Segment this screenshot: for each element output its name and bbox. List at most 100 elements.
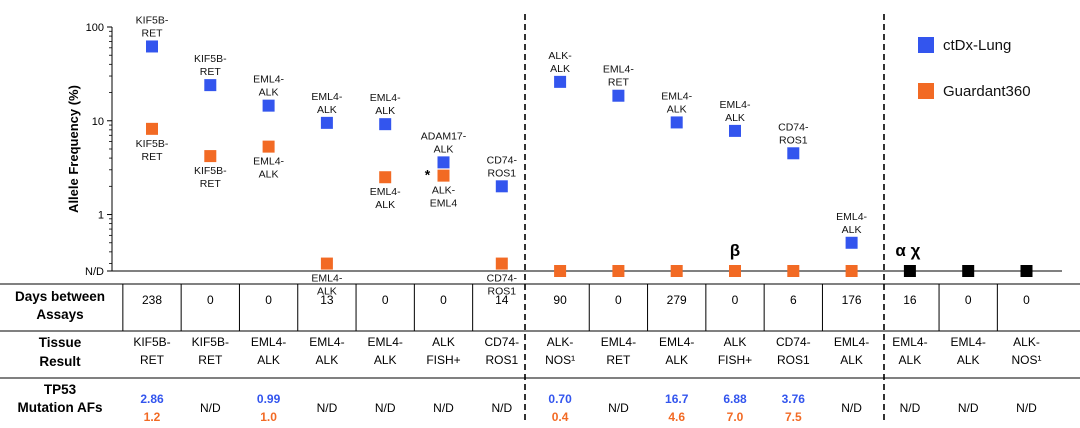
table-cell-tissue: EML4- bbox=[368, 335, 403, 349]
point-nd_both bbox=[903, 265, 916, 277]
legend-label-ctdx-lung: ctDx-Lung bbox=[943, 36, 1012, 54]
point-label: ALK bbox=[375, 105, 395, 117]
point-guardant bbox=[845, 265, 858, 277]
table-cell-tissue: EML4- bbox=[892, 335, 927, 349]
table-cell-tissue: ALK bbox=[374, 353, 397, 367]
table-cell-tissue: EML4- bbox=[309, 335, 344, 349]
point-label: ALK bbox=[725, 112, 745, 124]
table-cell-days: 13 bbox=[320, 293, 334, 307]
point-ctdx bbox=[437, 156, 450, 169]
point-annotation-asterisk: * bbox=[425, 167, 431, 183]
assay-table: Days betweenAssaysTissueResultTP53Mutati… bbox=[0, 283, 1080, 424]
table-cell-days: 14 bbox=[495, 293, 509, 307]
point-ctdx bbox=[146, 40, 158, 53]
legend-item-ctdx-lung: ctDx-Lung bbox=[918, 34, 1078, 56]
table-cell-days: 0 bbox=[440, 293, 447, 307]
point-ctdx bbox=[204, 79, 217, 92]
point-ctdx bbox=[729, 124, 741, 137]
point-ctdx bbox=[554, 75, 567, 88]
table-cell-tp53-ctdx: 2.86 bbox=[140, 392, 164, 406]
table-row-header: Days between bbox=[15, 289, 105, 304]
table-cell-tissue: RET bbox=[198, 353, 223, 367]
point-label: EML4- bbox=[253, 156, 284, 168]
legend-label-guardant360: Guardant360 bbox=[943, 82, 1031, 100]
point-label: ALK- bbox=[432, 185, 456, 197]
point-guardant bbox=[554, 265, 567, 277]
table-cell-tp53-guardant: 1.0 bbox=[260, 410, 277, 424]
table-cell-tissue: EML4- bbox=[659, 335, 694, 349]
table-cell-tissue: ALK bbox=[432, 335, 455, 349]
point-label: ALK bbox=[259, 169, 279, 181]
point-guardant bbox=[146, 122, 158, 135]
point-label: EML4- bbox=[370, 92, 401, 104]
table-cell-tp53-nd: N/D bbox=[317, 401, 338, 415]
table-row-header: Tissue bbox=[39, 335, 82, 350]
point-label: KIF5B- bbox=[194, 165, 227, 177]
point-guardant bbox=[612, 265, 625, 277]
table-row-header: TP53 bbox=[44, 382, 77, 397]
point-label: CD74- bbox=[487, 154, 518, 166]
data-points bbox=[146, 40, 1033, 277]
table-cell-tp53-nd: N/D bbox=[433, 401, 454, 415]
point-label: EML4- bbox=[720, 99, 751, 111]
table-cell-days: 238 bbox=[142, 293, 162, 307]
point-guardant bbox=[437, 169, 450, 182]
point-label: ALK bbox=[317, 286, 337, 298]
point-guardant bbox=[495, 257, 508, 270]
table-cell-tissue: ALK bbox=[957, 353, 980, 367]
point-label: ROS1 bbox=[779, 134, 808, 146]
point-label: EML4- bbox=[311, 273, 342, 285]
table-cell-tp53-guardant: 4.6 bbox=[668, 410, 685, 424]
point-nd_both bbox=[962, 265, 975, 277]
point-label: ALK bbox=[667, 103, 687, 115]
table-cell-tissue: EML4- bbox=[951, 335, 986, 349]
y-axis-label: Allele Frequency (%) bbox=[66, 85, 81, 213]
legend-swatch-ctdx-lung bbox=[918, 37, 934, 53]
table-cell-tissue: CD74- bbox=[776, 335, 811, 349]
table-cell-tissue: ALK bbox=[724, 335, 747, 349]
table-cell-days: 90 bbox=[553, 293, 567, 307]
point-label: ALK- bbox=[548, 50, 572, 62]
table-cell-tp53-nd: N/D bbox=[200, 401, 221, 415]
point-label: RET bbox=[608, 77, 630, 89]
point-label: ROS1 bbox=[488, 167, 517, 179]
table-cell-tissue: RET bbox=[140, 353, 165, 367]
table-cell-days: 6 bbox=[790, 293, 797, 307]
point-guardant bbox=[320, 257, 333, 270]
legend: ctDx-Lung Guardant360 bbox=[918, 34, 1078, 126]
table-row-header: Assays bbox=[36, 307, 83, 322]
point-ctdx bbox=[262, 99, 275, 112]
point-label: ALK bbox=[550, 63, 570, 75]
table-cell-tp53-ctdx: 16.7 bbox=[665, 392, 689, 406]
table-cell-tissue: ALK- bbox=[547, 335, 574, 349]
table-cell-tissue: NOS¹ bbox=[1012, 353, 1042, 367]
point-label: ALK bbox=[317, 104, 337, 116]
point-label: ALK bbox=[842, 224, 862, 236]
table-cell-tp53-nd: N/D bbox=[841, 401, 862, 415]
point-label: CD74- bbox=[487, 273, 518, 285]
table-cell-tp53-nd: N/D bbox=[491, 401, 512, 415]
table-cell-tp53-nd: N/D bbox=[900, 401, 921, 415]
table-row-header: Mutation AFs bbox=[18, 400, 103, 415]
y-tick-label: 1 bbox=[98, 210, 104, 222]
point-ctdx bbox=[787, 147, 800, 160]
legend-item-guardant360: Guardant360 bbox=[918, 80, 1078, 102]
point-ctdx bbox=[495, 180, 508, 193]
table-cell-tissue: RET bbox=[606, 353, 631, 367]
table-cell-tissue: ROS1 bbox=[777, 353, 810, 367]
table-cell-tissue: ALK bbox=[899, 353, 922, 367]
table-cell-days: 0 bbox=[1023, 293, 1030, 307]
table-cell-days: 0 bbox=[965, 293, 972, 307]
point-label: EML4 bbox=[430, 198, 458, 210]
table-cell-tissue: ALK bbox=[840, 353, 863, 367]
point-guardant bbox=[787, 265, 800, 277]
point-label: EML4- bbox=[311, 91, 342, 103]
column-symbol: α χ bbox=[895, 241, 920, 260]
point-ctdx bbox=[670, 116, 683, 129]
point-label: EML4- bbox=[253, 74, 284, 86]
table-cell-tissue: CD74- bbox=[484, 335, 519, 349]
table-cell-tissue: FISH+ bbox=[718, 353, 752, 367]
table-cell-days: 0 bbox=[265, 293, 272, 307]
